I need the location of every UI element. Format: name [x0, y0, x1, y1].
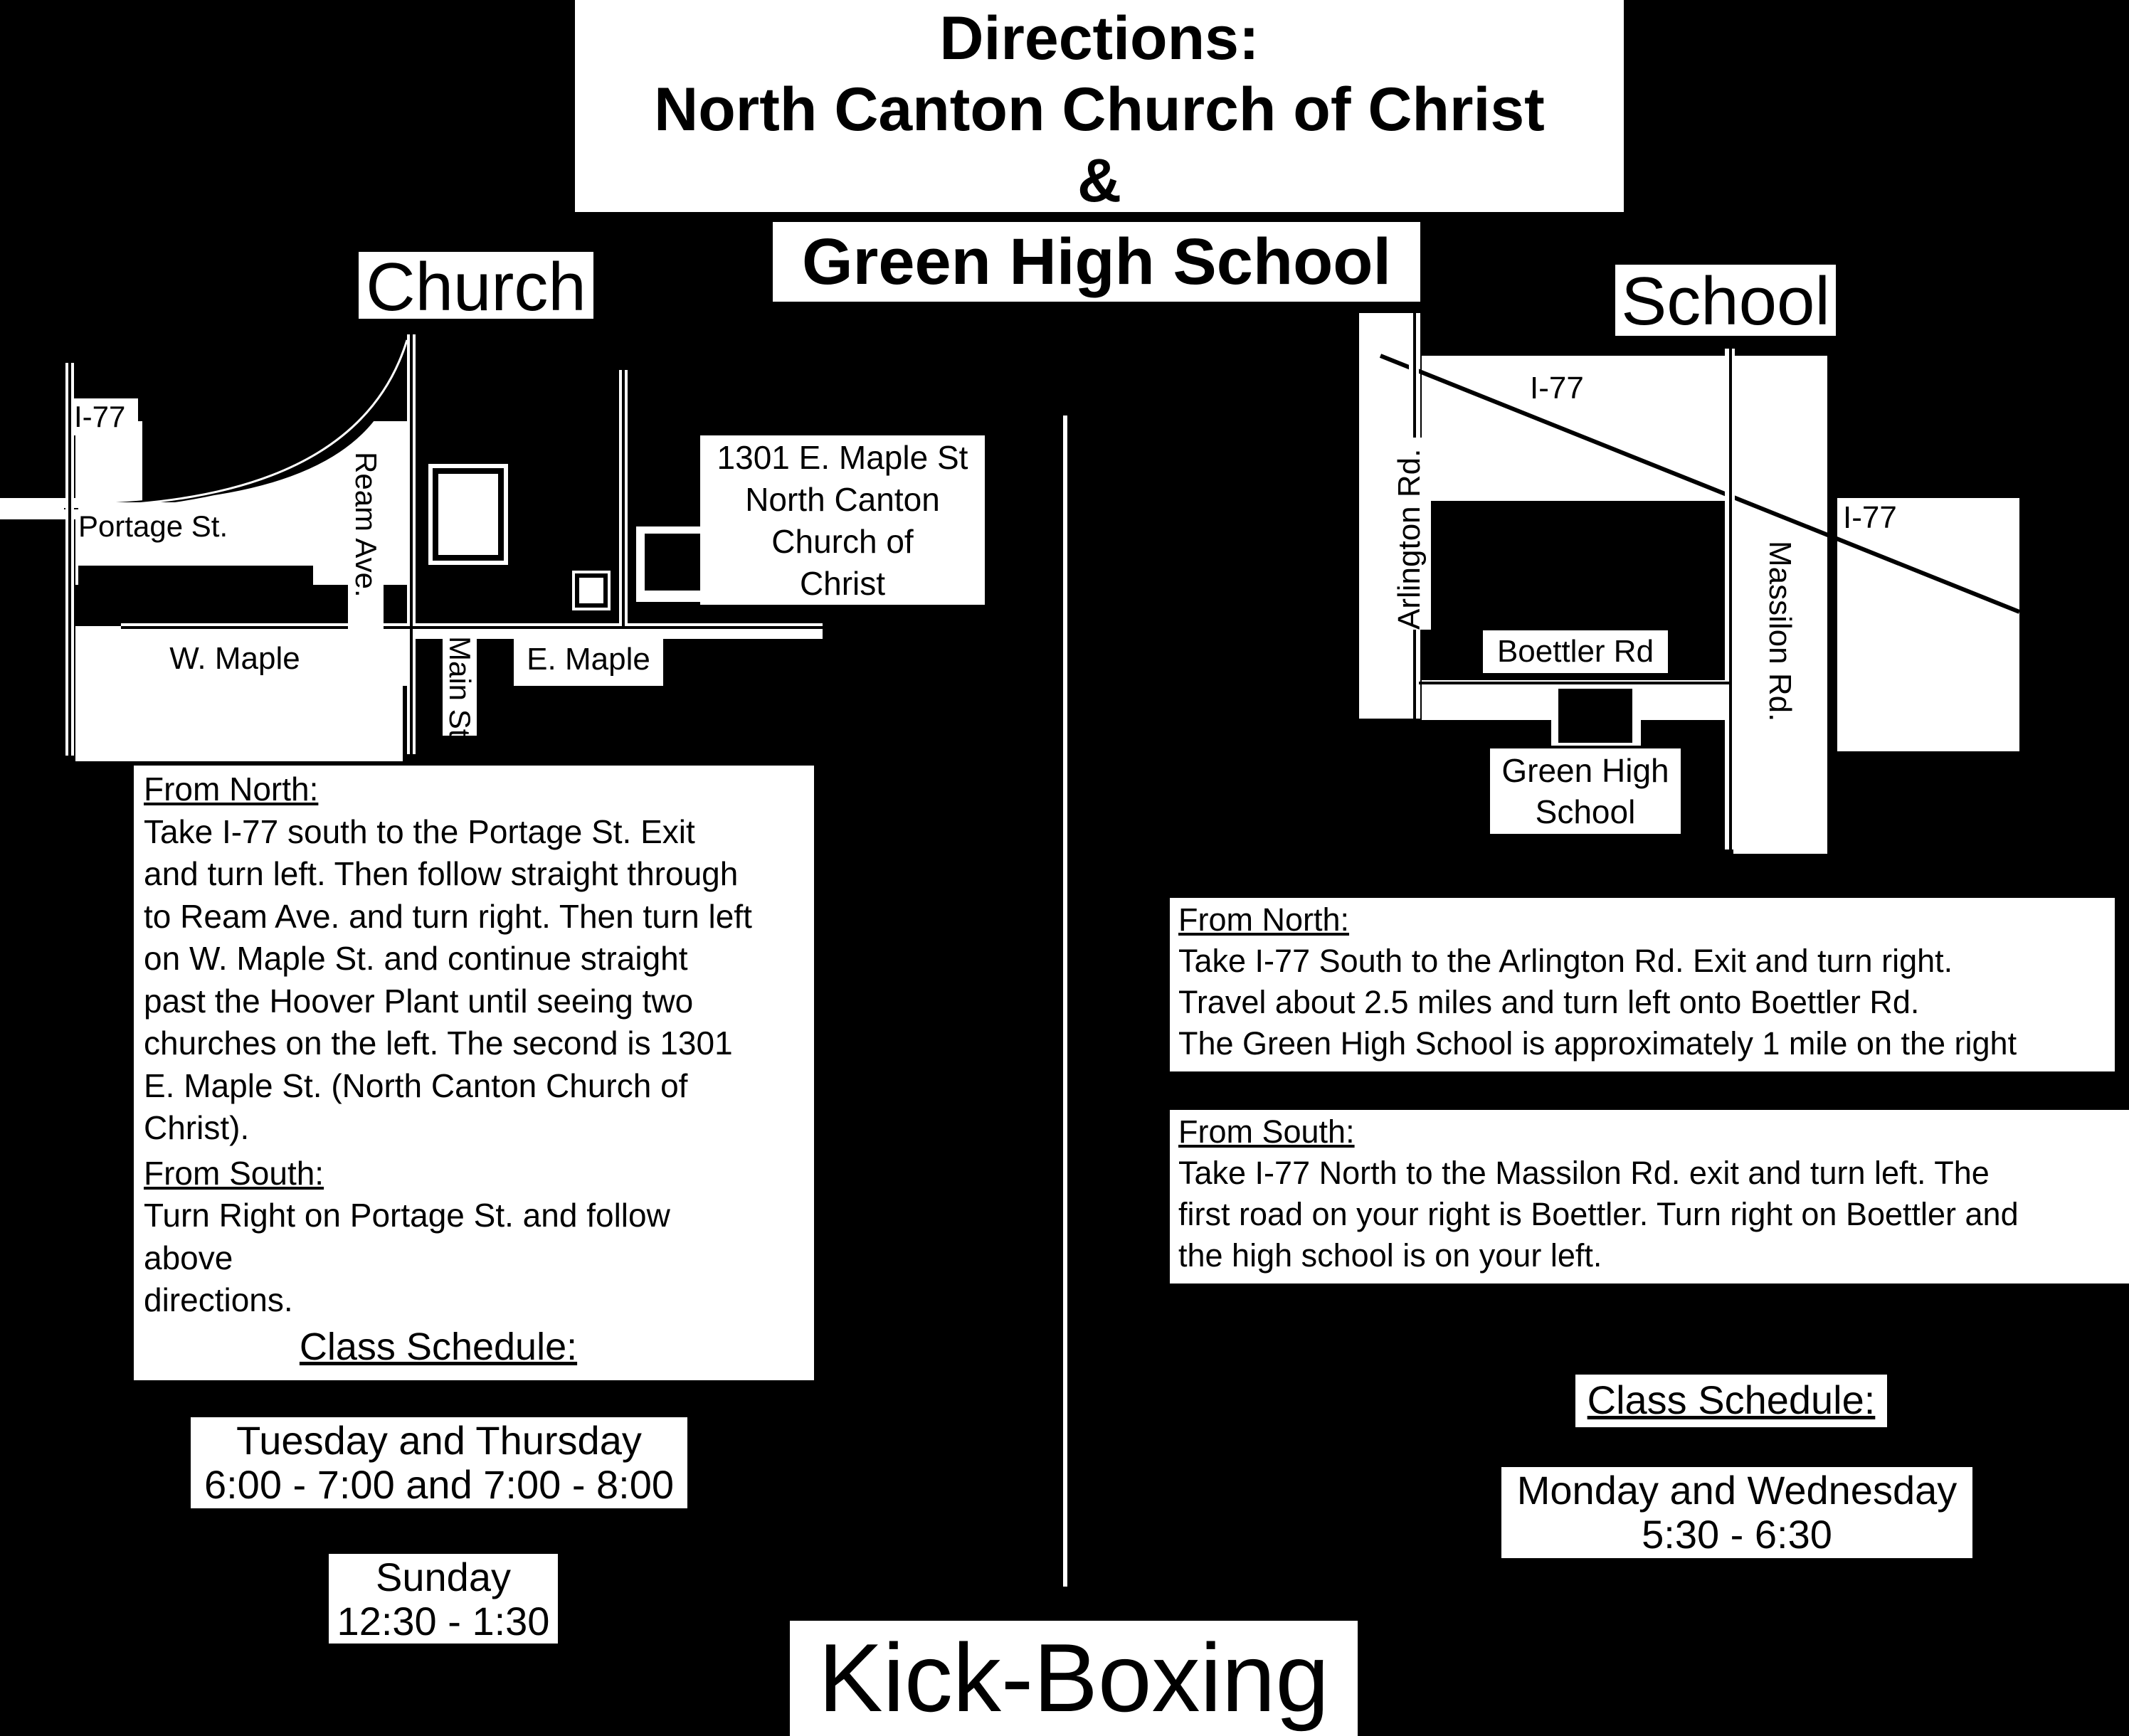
school-map-bg-far	[1837, 498, 2019, 751]
title-box: Directions: North Canton Church of Chris…	[575, 0, 1624, 215]
school-from-north: From North: Take I-77 South to the Arlin…	[1170, 898, 2115, 1071]
school-from-north-line: Travel about 2.5 miles and turn left ont…	[1178, 984, 1920, 1020]
church-from-north-line: past the Hoover Plant until seeing two	[144, 982, 694, 1020]
church-address: 1301 E. Maple St North Canton Church of …	[700, 435, 985, 605]
school-from-south-line: first road on your right is Boettler. Tu…	[1178, 1196, 2019, 1232]
church-from-south-title: From South:	[144, 1154, 324, 1192]
church-heading: Church	[359, 252, 593, 323]
i77-label-school-right: I-77	[1843, 498, 1914, 538]
church-from-north-line: to Ream Ave. and turn right. Then turn l…	[144, 897, 752, 935]
w-maple-label: W. Maple	[142, 637, 327, 680]
maple-divider	[121, 626, 823, 629]
church-from-north-line: churches on the left. The second is 1301	[144, 1025, 733, 1062]
massilon-label: Massilon Rd.	[1759, 541, 1800, 747]
church-map-bg-cross	[410, 626, 823, 639]
i77-divider-church	[68, 363, 71, 756]
hoover-plant-block	[78, 566, 313, 623]
i77-label-church: I-77	[74, 398, 138, 435]
church-map-bg-left	[0, 498, 75, 519]
title-line-2: North Canton Church of Christ	[654, 75, 1545, 144]
portage-road	[0, 502, 413, 508]
church-from-south-line: directions.	[144, 1281, 293, 1318]
massilon-divider	[1729, 349, 1732, 850]
church-schedule-title: Class Schedule:	[299, 1325, 578, 1368]
boettler-label: Boettler Rd	[1483, 630, 1668, 673]
church-from-south-line: above	[144, 1239, 233, 1276]
church-schedule-1: Tuesday and Thursday 6:00 - 7:00 and 7:0…	[191, 1417, 687, 1508]
church-from-north-line: on W. Maple St. and continue straight	[144, 940, 688, 977]
building-small	[572, 571, 611, 610]
school-from-south-line: Take I-77 North to the Massilon Rd. exit…	[1178, 1155, 1990, 1191]
side-divider	[622, 370, 625, 626]
school-from-north-line: Take I-77 South to the Arlington Rd. Exi…	[1178, 943, 1953, 979]
school-from-north-title: From North:	[1178, 901, 1350, 938]
school-from-south-line: the high school is on your left.	[1178, 1237, 1602, 1274]
school-schedule-title: Class Schedule:	[1575, 1375, 1887, 1427]
church-from-north-line: Christ).	[144, 1109, 250, 1146]
church-directions: From North: Take I-77 south to the Porta…	[134, 766, 814, 1380]
arlington-label: Arlington Rd.	[1388, 438, 1431, 630]
ream-divider	[410, 334, 413, 754]
church-from-north-line: E. Maple St. (North Canton Church of	[144, 1067, 688, 1104]
title-subtitle-box: Green High School	[773, 222, 1420, 302]
church-map-bg-lower	[75, 686, 403, 761]
portage-label: Portage St.	[78, 507, 263, 546]
school-from-south: From South: Take I-77 North to the Massi…	[1170, 1110, 2129, 1284]
school-label: Green High School	[1490, 748, 1681, 834]
i77-label-school-top: I-77	[1530, 369, 1601, 408]
school-schedule-1: Monday and Wednesday 5:30 - 6:30	[1501, 1467, 1972, 1558]
school-from-south-title: From South:	[1178, 1113, 1355, 1150]
title-line-4: Green High School	[801, 226, 1392, 298]
title-line-3: &	[1077, 147, 1122, 215]
school-site	[1551, 686, 1641, 746]
boettler-divider	[1419, 682, 1729, 684]
church-from-north-line: and turn left. Then follow straight thro…	[144, 855, 739, 892]
e-maple-label: E. Maple	[514, 636, 663, 686]
church-schedule-2: Sunday 12:30 - 1:30	[329, 1554, 558, 1644]
school-from-north-line: The Green High School is approximately 1…	[1178, 1025, 2017, 1062]
church-from-north-title: From North:	[144, 771, 319, 808]
title-line-1: Directions:	[939, 4, 1259, 73]
center-divider	[1063, 416, 1067, 1587]
kick-boxing-title: Kick-Boxing	[790, 1621, 1358, 1736]
school-heading: School	[1615, 265, 1836, 340]
building-large	[428, 464, 508, 565]
church-from-north-line: Take I-77 south to the Portage St. Exit	[144, 813, 695, 850]
church-from-south-line: Turn Right on Portage St. and follow	[144, 1197, 670, 1234]
